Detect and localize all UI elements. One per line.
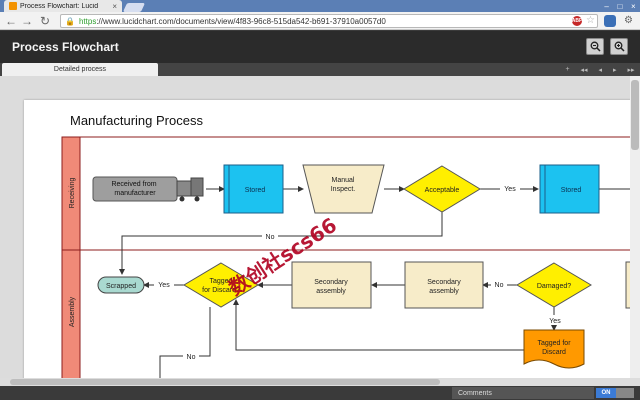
truck-icon [176,177,204,202]
lucidchart-favicon-icon [9,2,17,10]
edge-label-yes-3: Yes [549,318,561,325]
edge-label-bg [154,279,174,290]
acceptable-decision [403,165,481,213]
last-page-icon[interactable]: ▸▸ [627,66,635,74]
adblock-icon[interactable]: ABP [571,16,583,26]
secondary-assembly-node-1 [291,261,372,309]
acceptable-label: Acceptable [425,187,460,194]
vertical-scrollbar[interactable] [630,76,640,386]
bookmark-star-icon[interactable]: ☆ [586,15,595,26]
viewer-header [0,31,640,63]
horizontal-scroll-thumb[interactable] [10,379,440,385]
stored-label-2: Stored [561,187,582,194]
reload-icon[interactable]: ↻ [39,14,51,28]
browser-tab-strip [0,0,640,12]
page-tab-detailed-process[interactable]: Detailed process [2,63,158,76]
edge-label-no: No [266,234,275,241]
scrapped-label: Scrapped [106,283,136,290]
comments-on-switch[interactable]: ON [596,388,616,398]
comments-panel-toggle[interactable]: Comments [452,387,594,399]
edge-label-bg [500,183,520,194]
browser-tab-title: Process Flowchart: Lucid [20,2,99,10]
stored-node-1 [223,164,284,214]
address-bar[interactable]: 🔒 https ://www.lucidchart.com/documents/… [60,14,598,28]
extension-icon[interactable] [604,15,616,27]
diagram-title: Manufacturing Process [70,113,203,128]
add-page-icon[interactable]: + [565,66,570,73]
prev-page-icon[interactable]: ◂ [598,66,603,74]
url-text: ://www.lucidchart.com/documents/view/4f8… [96,16,386,26]
close-tab-icon[interactable]: × [112,1,117,11]
scrapped-node [97,276,145,294]
back-arrow-icon[interactable]: ← [5,14,17,28]
damaged-decision [516,262,592,308]
maximize-window-icon[interactable]: □ [617,1,623,11]
lane-label-assembly: Assembly [69,296,76,327]
magnifier-plus-icon [614,41,625,52]
vertical-scroll-thumb[interactable] [631,80,639,150]
edge-label-no-3: No [187,354,196,361]
page-navigation: + ◂◂ ◂ ▸ ▸▸ [560,63,640,76]
magnifier-minus-icon [590,41,601,52]
edge-label-bg [183,351,199,361]
diagram-paper: Manufacturing Process Receiving Assembly… [24,100,632,390]
damaged-label: Damaged? [537,283,571,290]
page-tabs-bar [0,63,640,76]
zoom-out-button[interactable] [586,38,604,55]
edge-label-bg [262,231,278,241]
tagged-for-discard-decision [183,262,259,308]
stored-label-1: Stored [245,187,266,194]
zoom-in-button[interactable] [610,38,628,55]
browser-tab[interactable]: Process Flowchart: Lucid × [4,0,122,12]
connector [159,307,211,380]
edge-label-no-2: No [495,282,504,289]
wrench-menu-icon[interactable]: ⚙ [624,15,633,26]
edge-label-yes: Yes [504,186,516,193]
url-scheme: https [78,16,97,26]
window-controls: – □ × [600,0,640,12]
tagged-for-discard-document [523,329,585,369]
received-label: Received from manufacturer [111,181,158,197]
connector [233,299,524,351]
flowchart-diagram: Manufacturing Process Receiving Assembly… [61,113,632,381]
close-window-icon[interactable]: × [630,1,636,11]
manual-inspect-node [302,164,385,214]
forward-arrow-icon[interactable]: → [21,14,33,28]
lock-icon: 🔒 [65,16,75,26]
secondary-assembly-node-2 [404,261,484,309]
minimize-window-icon[interactable]: – [604,1,609,11]
lane-label-receiving: Receiving [69,178,76,209]
stored-node-2 [539,164,600,214]
edge-label-bg [491,279,507,290]
comments-switch-track[interactable] [616,388,634,398]
document-title: Process Flowchart [12,40,119,54]
connector [119,210,443,275]
first-page-icon[interactable]: ◂◂ [580,66,588,74]
next-page-icon[interactable]: ▸ [612,66,617,74]
edge-label-bg [546,315,564,325]
edge-label-yes-2: Yes [158,282,170,289]
